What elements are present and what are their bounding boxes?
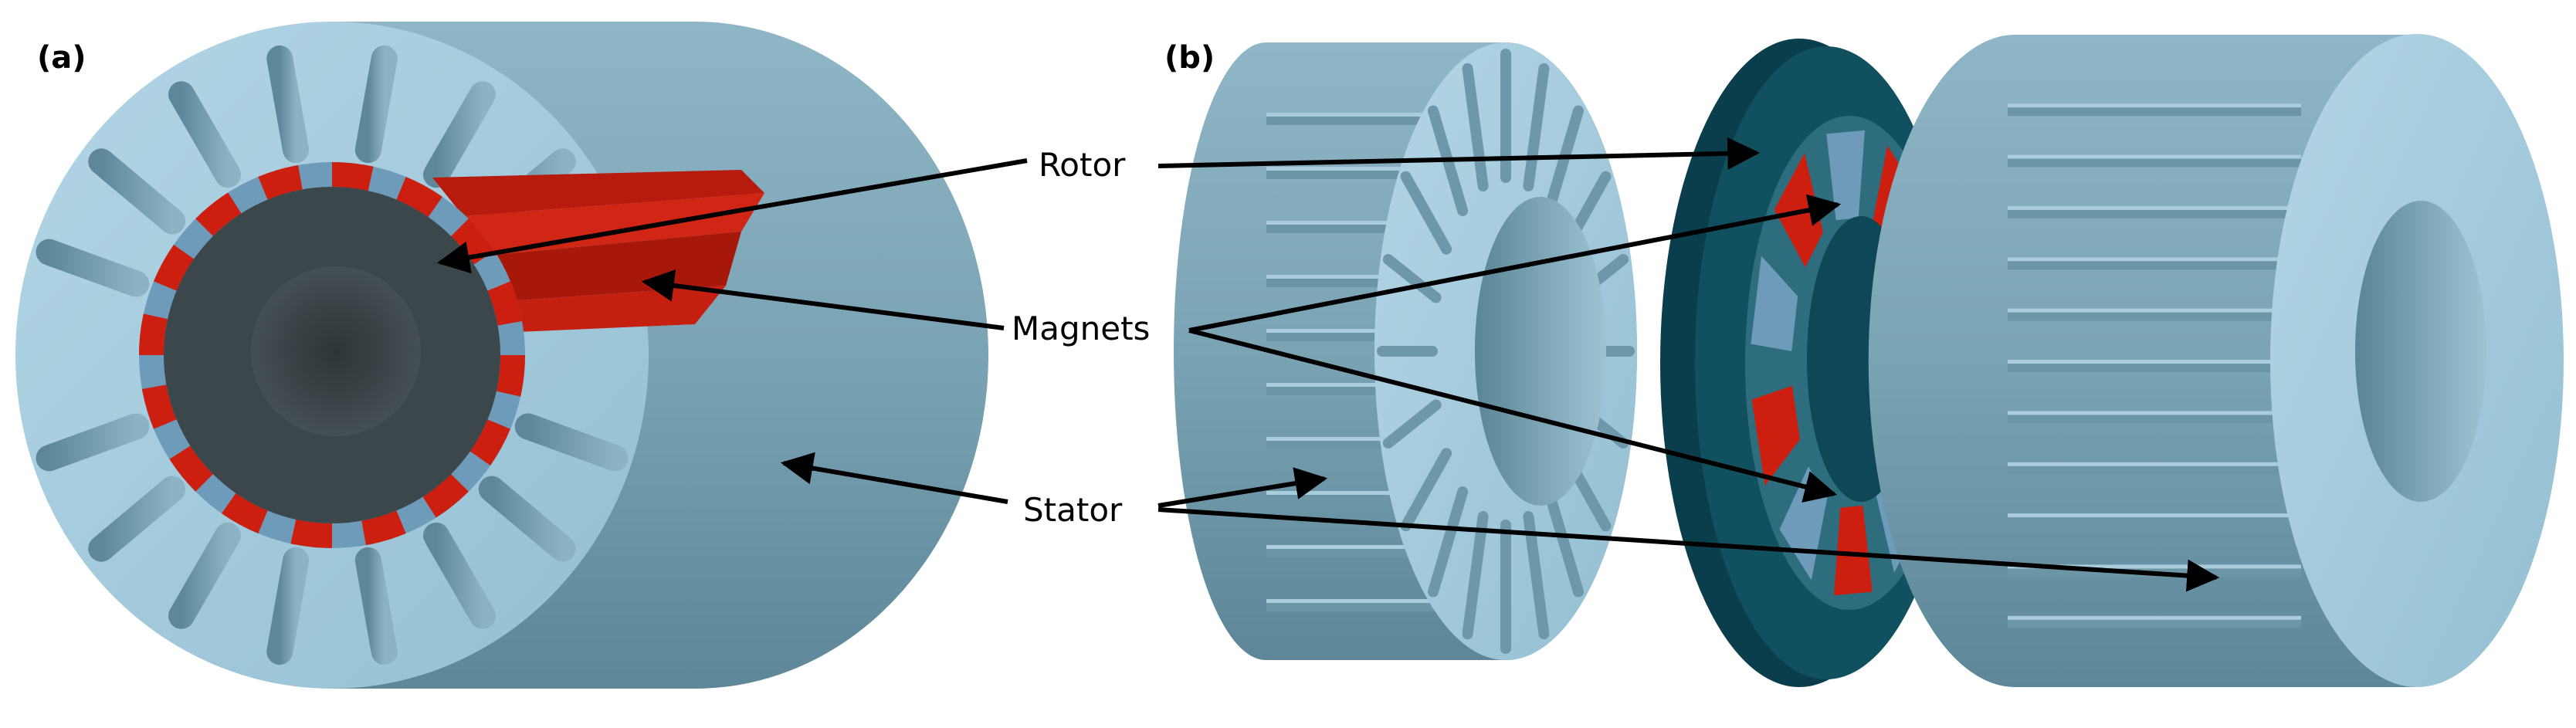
callout-stator: Stator	[1023, 491, 1123, 529]
stator-groove-highlight	[1266, 113, 1467, 117]
stator-slot	[1462, 510, 1489, 640]
arrow-magnets-b2	[1188, 328, 1838, 503]
stator-slot	[1543, 105, 1585, 216]
arrow-stator-a	[780, 452, 1008, 504]
stator-slot	[88, 476, 186, 562]
arrow-magnets-b1	[1188, 194, 1842, 333]
stator-slot	[1400, 448, 1452, 532]
stator-groove-highlight	[1266, 383, 1467, 387]
stator-slot	[168, 81, 241, 188]
stator-slot	[423, 81, 496, 188]
rotor-bore-a	[251, 266, 421, 436]
stator-slot	[1523, 510, 1550, 640]
magnet-segment	[141, 384, 177, 429]
magnet-segment	[332, 162, 374, 191]
stator-slot	[36, 413, 150, 472]
stator-slot	[168, 522, 241, 629]
callout-magnets: Magnets	[1012, 310, 1150, 347]
magnet-segment	[422, 474, 469, 518]
stator-groove-highlight	[2008, 257, 2301, 262]
magnet-segment	[195, 192, 242, 236]
stator-slot	[1400, 171, 1452, 255]
stator-groove-highlight	[2008, 513, 2301, 518]
stator-slot	[1382, 399, 1442, 449]
stator-slot	[1382, 254, 1442, 303]
stator-slot	[1427, 486, 1469, 598]
magnet-segment	[169, 445, 213, 492]
magnet-segment	[154, 245, 195, 291]
stator-slot	[88, 148, 186, 235]
magnet-segment	[258, 164, 303, 200]
magnet-segment	[487, 281, 523, 326]
magnet-segment	[1751, 256, 1798, 351]
stator-groove-highlight	[2008, 103, 2301, 108]
stator-groove-highlight	[1266, 275, 1467, 279]
stator-slot	[36, 239, 150, 297]
stator-groove-highlight	[1266, 545, 1467, 549]
stator-slot	[266, 547, 310, 665]
magnet-segment	[290, 519, 332, 548]
stator-groove-highlight	[2008, 411, 2301, 415]
panel-a: (a)	[15, 22, 988, 689]
stator-groove-highlight	[2008, 564, 2301, 569]
stator-groove-highlight	[1266, 491, 1467, 495]
stator-groove-highlight	[1266, 167, 1467, 171]
stator-groove-highlight	[1266, 437, 1467, 441]
stator-slot	[514, 413, 629, 472]
stator-groove-highlight	[1266, 599, 1467, 603]
magnet-segment	[1751, 385, 1800, 486]
stator-groove-highlight	[2008, 154, 2301, 159]
arrow-rotor-a	[436, 158, 1028, 274]
stator-b-right-bore	[2355, 201, 2486, 502]
stator-slot	[1543, 486, 1585, 598]
stator-groove-highlight	[2008, 462, 2301, 466]
stator-a-slots	[18, 45, 646, 665]
magnet-segment	[396, 177, 442, 218]
stator-slot	[478, 476, 576, 562]
magnet-segment	[1833, 505, 1873, 596]
stator-b-left-bore	[1475, 197, 1606, 506]
stator-slot	[1523, 63, 1550, 192]
magnet-segment	[139, 313, 168, 355]
arrow-stator-b1	[1158, 467, 1328, 508]
magnet-segment	[222, 493, 268, 533]
stator-slot	[423, 522, 496, 629]
stator-groove-highlight	[2008, 360, 2301, 364]
arrow-stator-b2	[1158, 507, 2220, 592]
stator-groove-highlight	[2008, 205, 2301, 210]
stator-slot	[1462, 63, 1489, 192]
magnet-segment	[469, 419, 510, 466]
stator-slot	[354, 547, 398, 665]
panel-label-b: (b)	[1164, 40, 1215, 76]
arrow-magnets-a	[641, 269, 1005, 330]
panel-b: (b)	[1164, 34, 2564, 687]
callout-arrows	[436, 137, 2220, 592]
callout-rotor: Rotor	[1039, 146, 1126, 184]
stator-slot	[354, 45, 398, 164]
stator-groove-highlight	[1266, 329, 1467, 333]
magnet-segment	[496, 355, 525, 397]
stator-slot	[266, 45, 310, 164]
panel-label-a: (a)	[37, 40, 86, 76]
magnet-segment	[361, 510, 406, 546]
stator-groove-highlight	[2008, 308, 2301, 313]
stator-b-right-grooves	[2008, 103, 2301, 628]
stator-groove-highlight	[1266, 221, 1467, 225]
arrow-rotor-b	[1158, 137, 1761, 170]
stator-groove-highlight	[2008, 615, 2301, 620]
